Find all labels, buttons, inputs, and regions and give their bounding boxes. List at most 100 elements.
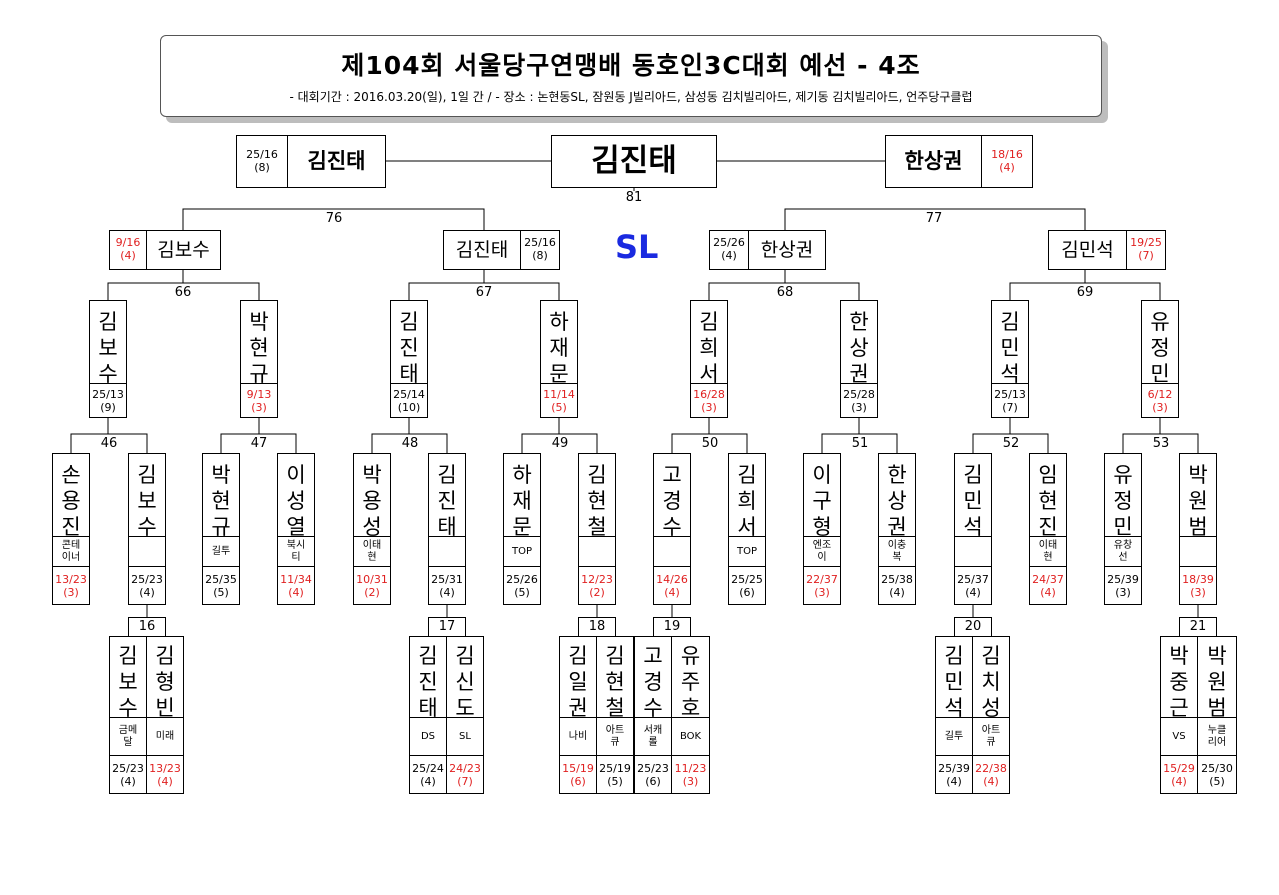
player-name: 박 용 성 [362,463,382,539]
player-club: 금메 달 [109,717,147,756]
player-score: 22/37 (3) [806,573,838,599]
r3-69-b-score: 6/12 (3) [1141,383,1179,418]
r3-68-a-score: 16/28 (3) [690,383,728,418]
r2-50-a-score: 14/26 (4) [653,566,691,605]
r2-51-b-score: 25/38 (4) [878,566,916,605]
player-club: 나비 [559,717,597,756]
r1-20-b: 김 치 성 [972,636,1010,720]
match-number-17: 17 [438,619,456,634]
player-name: 박 중 근 [1169,644,1189,720]
match-number-16-box: 16 [128,617,166,637]
player-score: 9/13 (3) [246,388,272,414]
player-club: TOP [503,536,541,567]
player-score: 25/23 (6) [637,762,669,788]
r2-48-a-score: 10/31 (2) [353,566,391,605]
r2-51-a: 이 구 형 [803,453,841,539]
r3-68-b: 한 상 권 [840,300,878,386]
r1-16-a-score: 25/23 (4) [109,755,147,794]
r1-17-a: 김 진 태 [409,636,447,720]
player-score: 18/39 (3) [1182,573,1214,599]
player-name: 박 원 범 [1207,644,1227,720]
r2-47-a-score: 25/35 (5) [202,566,240,605]
match-number-16: 16 [138,619,156,634]
player-score: 25/30 (5) [1201,762,1233,788]
player-club: 콘테 이너 [52,536,90,567]
r3-67-b-score: 11/14 (5) [540,383,578,418]
semi-76-a-score-box: 9/16 (4) [109,230,147,270]
r2-48-a: 박 용 성 [353,453,391,539]
player-name: 김 현 철 [605,644,625,720]
player-score: 25/37 (4) [957,573,989,599]
match-number-53: 53 [1152,436,1170,451]
player-name: 김 신 도 [455,644,475,720]
match-number-19: 19 [663,619,681,634]
player-name: 김진태 [455,239,509,261]
player-score: 25/25 (6) [731,573,763,599]
player-name: 김 일 권 [568,644,588,720]
player-club: 북시 티 [277,536,315,567]
r1-16-b-score: 13/23 (4) [146,755,184,794]
player-club [1179,536,1217,567]
match-number-50: 50 [701,436,719,451]
player-name: 박 현 규 [211,463,231,539]
player-score: 25/19 (5) [599,762,631,788]
r2-52-a: 김 민 석 [954,453,992,539]
player-score: 25/14 (10) [393,388,425,414]
match-number-18-box: 18 [578,617,616,637]
match-number-46: 46 [100,436,118,451]
r1-20-a-score: 25/39 (4) [935,755,973,794]
player-name: 유 정 민 [1113,463,1133,539]
player-score: 12/23 (2) [581,573,613,599]
player-club [578,536,616,567]
match-number-68: 68 [776,285,794,300]
final-winner-box: 김진태 [551,135,717,188]
player-club: 길투 [935,717,973,756]
player-club: 서캐 롤 [634,717,672,756]
r2-51-a-score: 22/37 (3) [803,566,841,605]
r2-48-b-score: 25/31 (4) [428,566,466,605]
player-name: 이 성 열 [286,463,306,539]
player-club: 이충 복 [878,536,916,567]
player-name: 김 진 태 [437,463,457,539]
player-name: 김 치 성 [981,644,1001,720]
final-right-score-box: 18/16 (4) [981,135,1033,188]
player-score: 25/31 (4) [431,573,463,599]
event-info: - 대회기간 : 2016.03.20(일), 1일 간 / - 장소 : 논현… [289,90,973,104]
player-club: 아트 큐 [972,717,1010,756]
player-name: 김 진 태 [418,644,438,720]
r1-18-a: 김 일 권 [559,636,597,720]
match-number-17-box: 17 [428,617,466,637]
match-number-77: 77 [925,211,943,226]
semi-77-a-name-box: 한상권 [748,230,826,270]
player-score: 25/28 (3) [843,388,875,414]
player-score: 13/23 (3) [55,573,87,599]
r3-66-a-score: 25/13 (9) [89,383,127,418]
r1-20-b-score: 22/38 (4) [972,755,1010,794]
player-score: 6/12 (3) [1147,388,1173,414]
r2-46-a: 손 용 진 [52,453,90,539]
r2-47-b-score: 11/34 (4) [277,566,315,605]
r2-50-a: 고 경 수 [653,453,691,539]
player-club: SL [446,717,484,756]
r1-21-a: 박 중 근 [1160,636,1198,720]
player-name: 하 재 문 [549,310,569,386]
r2-46-b-score: 25/23 (4) [128,566,166,605]
match-number-52: 52 [1002,436,1020,451]
venue-label: SL [615,228,659,266]
match-number-18: 18 [588,619,606,634]
r2-51-b: 한 상 권 [878,453,916,539]
r1-19-b: 유 주 호 [671,636,710,720]
semi-77-b-name-box: 김민석 [1048,230,1127,270]
player-name: 손 용 진 [61,463,81,539]
title-box: 제104회 서울당구연맹배 동호인3C대회 예선 - 4조 - 대회기간 : 2… [160,35,1102,117]
player-name: 김 보 수 [137,463,157,539]
player-name: 김 보 수 [98,310,118,386]
player-club [954,536,992,567]
r1-17-b: 김 신 도 [446,636,484,720]
player-score: 25/24 (4) [412,762,444,788]
player-score: 9/16 (4) [115,236,141,262]
player-score: 14/26 (4) [656,573,688,599]
r3-67-b: 하 재 문 [540,300,578,386]
match-number-final: 81 [625,190,643,205]
player-club [428,536,466,567]
